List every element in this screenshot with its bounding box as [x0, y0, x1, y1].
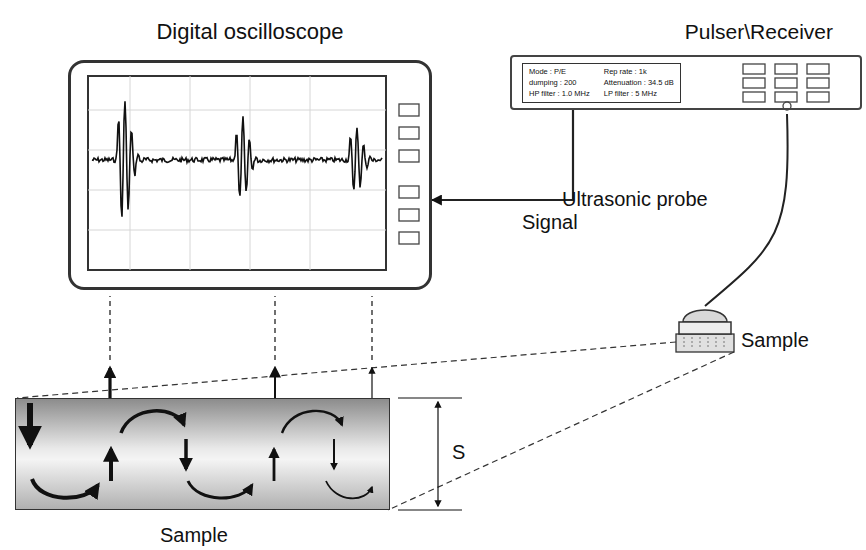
sample-label: Sample — [741, 329, 809, 352]
pulser-buttons — [743, 64, 829, 102]
probe-symbol — [675, 302, 735, 335]
wave-path-arrows — [16, 399, 388, 508]
display-screen: Mode : P/E Rep rate : 1k dumping : 200 Atte… — [522, 63, 681, 103]
dimension-label: S — [452, 441, 465, 464]
probe-body: Ultrasonic probe — [675, 302, 735, 335]
node-heading: Ultrasonic probe — [562, 188, 708, 211]
node-heading: Pulser\Receiver — [685, 20, 833, 44]
oscilloscope-box: Digital oscilloscope — [68, 60, 432, 290]
small-sample — [676, 334, 734, 352]
setting-text: HP filter : 1.0 MHz — [529, 89, 590, 99]
setting-text: Rep rate : 1k — [604, 67, 674, 77]
setting-text: LP filter : 5 MHz — [604, 89, 674, 99]
echo-arrows — [110, 296, 372, 404]
sample-block: Sample — [15, 398, 390, 510]
scope-buttons — [399, 104, 419, 244]
scope-screen — [88, 76, 386, 270]
setting-text: Attenuation : 34.5 dB — [604, 78, 674, 88]
setting-text: Mode : P/E — [529, 67, 590, 77]
pulser-receiver-box: Pulser\ReceiverMode : P/ERep rate : 1kdu… — [510, 55, 862, 110]
edge-label: Signal — [520, 211, 580, 234]
setting-text: dumping : 200 — [529, 78, 590, 88]
signal-arrow — [432, 110, 573, 200]
node-heading: Sample — [160, 524, 228, 547]
node-heading: Digital oscilloscope — [71, 19, 429, 45]
probe-cable — [705, 114, 788, 306]
